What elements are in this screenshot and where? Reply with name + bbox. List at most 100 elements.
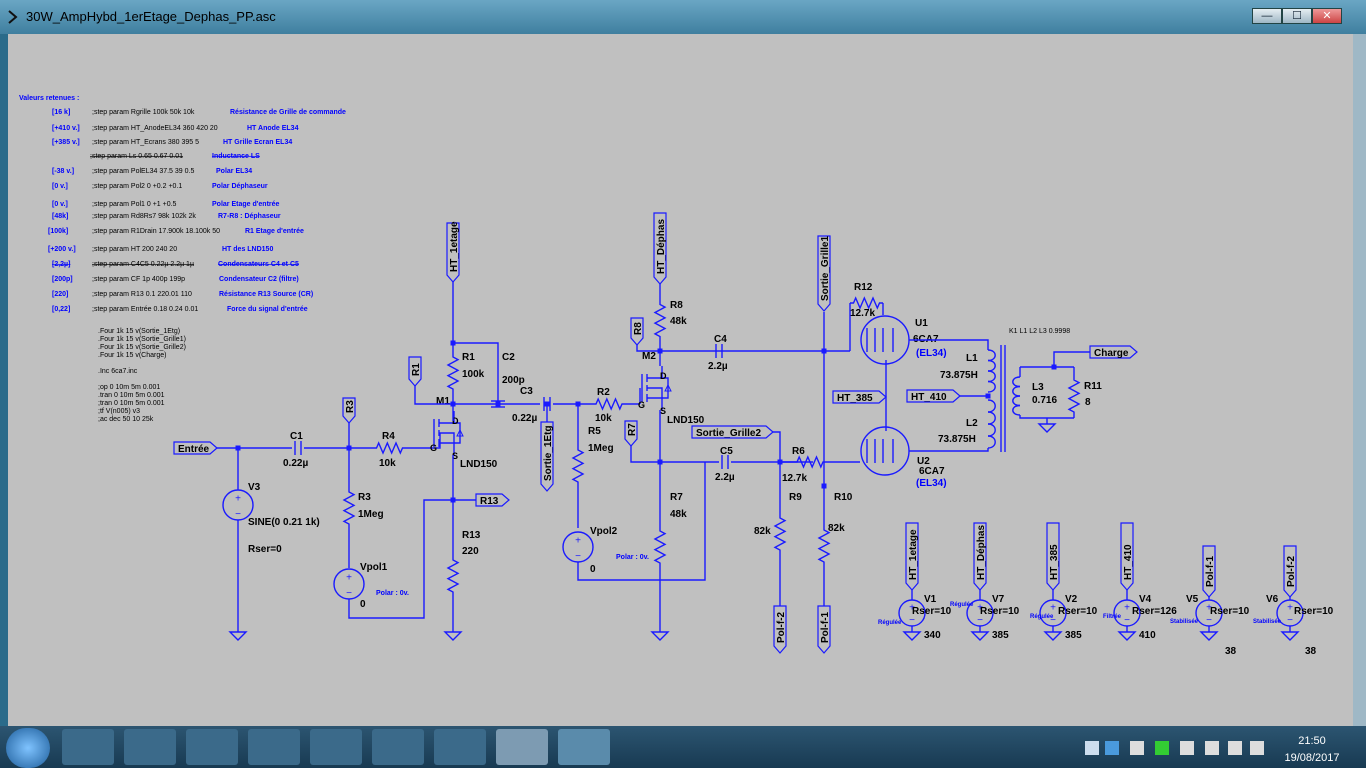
v3-name: V3 — [248, 482, 261, 493]
source-vpol1-plus: + — [346, 573, 352, 584]
directive-2: .Four 1k 15 v(Sortie_Grille2) — [98, 344, 186, 351]
src-value-4: 38 — [1225, 646, 1237, 657]
res-r11 — [1067, 374, 1081, 418]
minimize-button[interactable]: — — [1252, 8, 1282, 24]
mosfet-m1-s: S — [452, 451, 458, 461]
net-ht410-flag — [906, 389, 961, 403]
src-rser-5: Rser=10 — [1294, 606, 1334, 617]
param-desc-0: Résistance de Grille de commande — [230, 109, 346, 116]
param-value-8: [100k] — [48, 228, 68, 235]
net-r7: R7 — [627, 423, 638, 436]
m2-name: M2 — [642, 351, 656, 362]
title-bar[interactable]: 30W_AmpHybd_1erEtage_Dephas_PP.asc — ☐ ✕ — [0, 0, 1366, 34]
tray-arrow-icon[interactable] — [1085, 741, 1099, 755]
vertical-scrollbar[interactable] — [1353, 34, 1366, 726]
ltspice-icon — [8, 10, 18, 24]
r4-value: 10k — [379, 458, 396, 469]
clock-time[interactable]: 21:50 — [1298, 735, 1326, 747]
source-vpol2-minus: − — [575, 551, 581, 562]
res-r13 — [446, 520, 460, 632]
taskbar-notes-icon[interactable] — [434, 729, 486, 765]
param-desc-5: Polar Déphaseur — [212, 183, 268, 190]
maximize-button[interactable]: ☐ — [1282, 8, 1312, 24]
param-value-7: [48k] — [52, 213, 68, 220]
schematic-canvas[interactable]: Valeurs retenues :[16 k];step param Rgri… — [8, 34, 1353, 726]
src-rser-0: Rser=10 — [912, 606, 952, 617]
r4-name: R4 — [382, 431, 395, 442]
ground-symbol — [443, 631, 463, 641]
src-value-0: 340 — [924, 630, 941, 641]
taskbar-app-icon[interactable] — [558, 729, 610, 765]
param-value-13: [0,22] — [52, 306, 70, 313]
res-r8 — [653, 290, 667, 351]
close-button[interactable]: ✕ — [1312, 8, 1342, 24]
tray-volume-icon[interactable] — [1250, 741, 1264, 755]
vpol2-note: Polar : 0v. — [616, 554, 649, 561]
param-value-6: [0 v.] — [52, 201, 68, 208]
param-cmd-9: ;step param HT 200 240 20 — [92, 246, 177, 253]
tray-printer-icon[interactable] — [1180, 741, 1194, 755]
c5-name: C5 — [720, 446, 733, 457]
ground-symbol — [1280, 631, 1300, 641]
taskbar-calculator-icon[interactable] — [310, 729, 362, 765]
src-note-3: Filtrée — [1103, 614, 1122, 620]
r9-name: R9 — [789, 492, 802, 503]
tray-signal-icon[interactable] — [1228, 741, 1242, 755]
start-button[interactable] — [6, 728, 50, 768]
param-value-1: [+410 v.] — [52, 125, 80, 132]
param-cmd-12: ;step param R13 0.1 220.01 110 — [92, 291, 192, 298]
source-v3-minus: − — [235, 509, 241, 520]
net-entree: Entrée — [178, 444, 210, 455]
wire — [1053, 351, 1090, 367]
mosfet-m1 — [439, 432, 455, 443]
src-name-2: V2 — [1065, 594, 1078, 605]
u2-name: U2 — [917, 456, 930, 467]
src-name-1: V7 — [992, 594, 1005, 605]
net-sortiegrille1-flag — [817, 235, 831, 312]
net-polf1: Pol-f-1 — [820, 611, 831, 643]
m1-name: M1 — [436, 396, 450, 407]
param-value-4: [-38 v.] — [52, 168, 74, 175]
tray-network-icon[interactable] — [1105, 741, 1119, 755]
mosfet-m2-d: D — [660, 371, 667, 381]
tray-flag-icon[interactable] — [1130, 741, 1144, 755]
l2-value: 73.875H — [938, 434, 976, 445]
taskbar-compass-icon[interactable] — [372, 729, 424, 765]
param-value-12: [220] — [52, 291, 68, 298]
taskbar-firefox-icon[interactable] — [248, 729, 300, 765]
mosfet-m2 — [662, 396, 669, 399]
mosfet-m1 — [454, 422, 461, 425]
vpol2-value: 0 — [590, 564, 596, 575]
r6-name: R6 — [792, 446, 805, 457]
r9-value: 82k — [754, 526, 771, 537]
src-note-4: Stabilisée — [1170, 619, 1199, 625]
net-src-4-flag — [1202, 545, 1216, 598]
m2-model: LND150 — [667, 415, 705, 426]
schematic[interactable]: Valeurs retenues :[16 k];step param Rgri… — [8, 34, 1353, 726]
source-v7-plus: + — [977, 603, 983, 614]
taskbar-explorer-icon[interactable] — [124, 729, 176, 765]
r12-value: 12.7k — [850, 308, 875, 319]
clock-date[interactable]: 19/08/2017 — [1284, 752, 1340, 764]
tray-security-icon[interactable] — [1155, 741, 1169, 755]
directive-0: .Four 1k 15 v(Sortie_1Etg) — [98, 328, 180, 335]
r12-name: R12 — [854, 282, 873, 293]
src-note-2: Régulée — [1030, 614, 1054, 620]
directive-1: .Four 1k 15 v(Sortie_Grille1) — [98, 336, 186, 343]
src-name-0: V1 — [924, 594, 937, 605]
net-r8: R8 — [633, 322, 644, 335]
taskbar-media-icon[interactable] — [186, 729, 238, 765]
vpol2-name: Vpol2 — [590, 526, 618, 537]
taskbar-wordpad-icon[interactable] — [62, 729, 114, 765]
taskbar-ltspice-icon[interactable] — [496, 729, 548, 765]
wire — [909, 339, 989, 350]
net-src-0-flag — [905, 522, 919, 591]
inductor-l1 — [987, 349, 996, 362]
wire — [636, 345, 824, 352]
tray-device-icon[interactable] — [1205, 741, 1219, 755]
src-note-0: Régulée — [878, 620, 902, 626]
c2-name: C2 — [502, 352, 515, 363]
window-title: 30W_AmpHybd_1erEtage_Dephas_PP.asc — [26, 9, 276, 24]
r3-name: R3 — [358, 492, 371, 503]
r10-value: 82k — [828, 523, 845, 534]
